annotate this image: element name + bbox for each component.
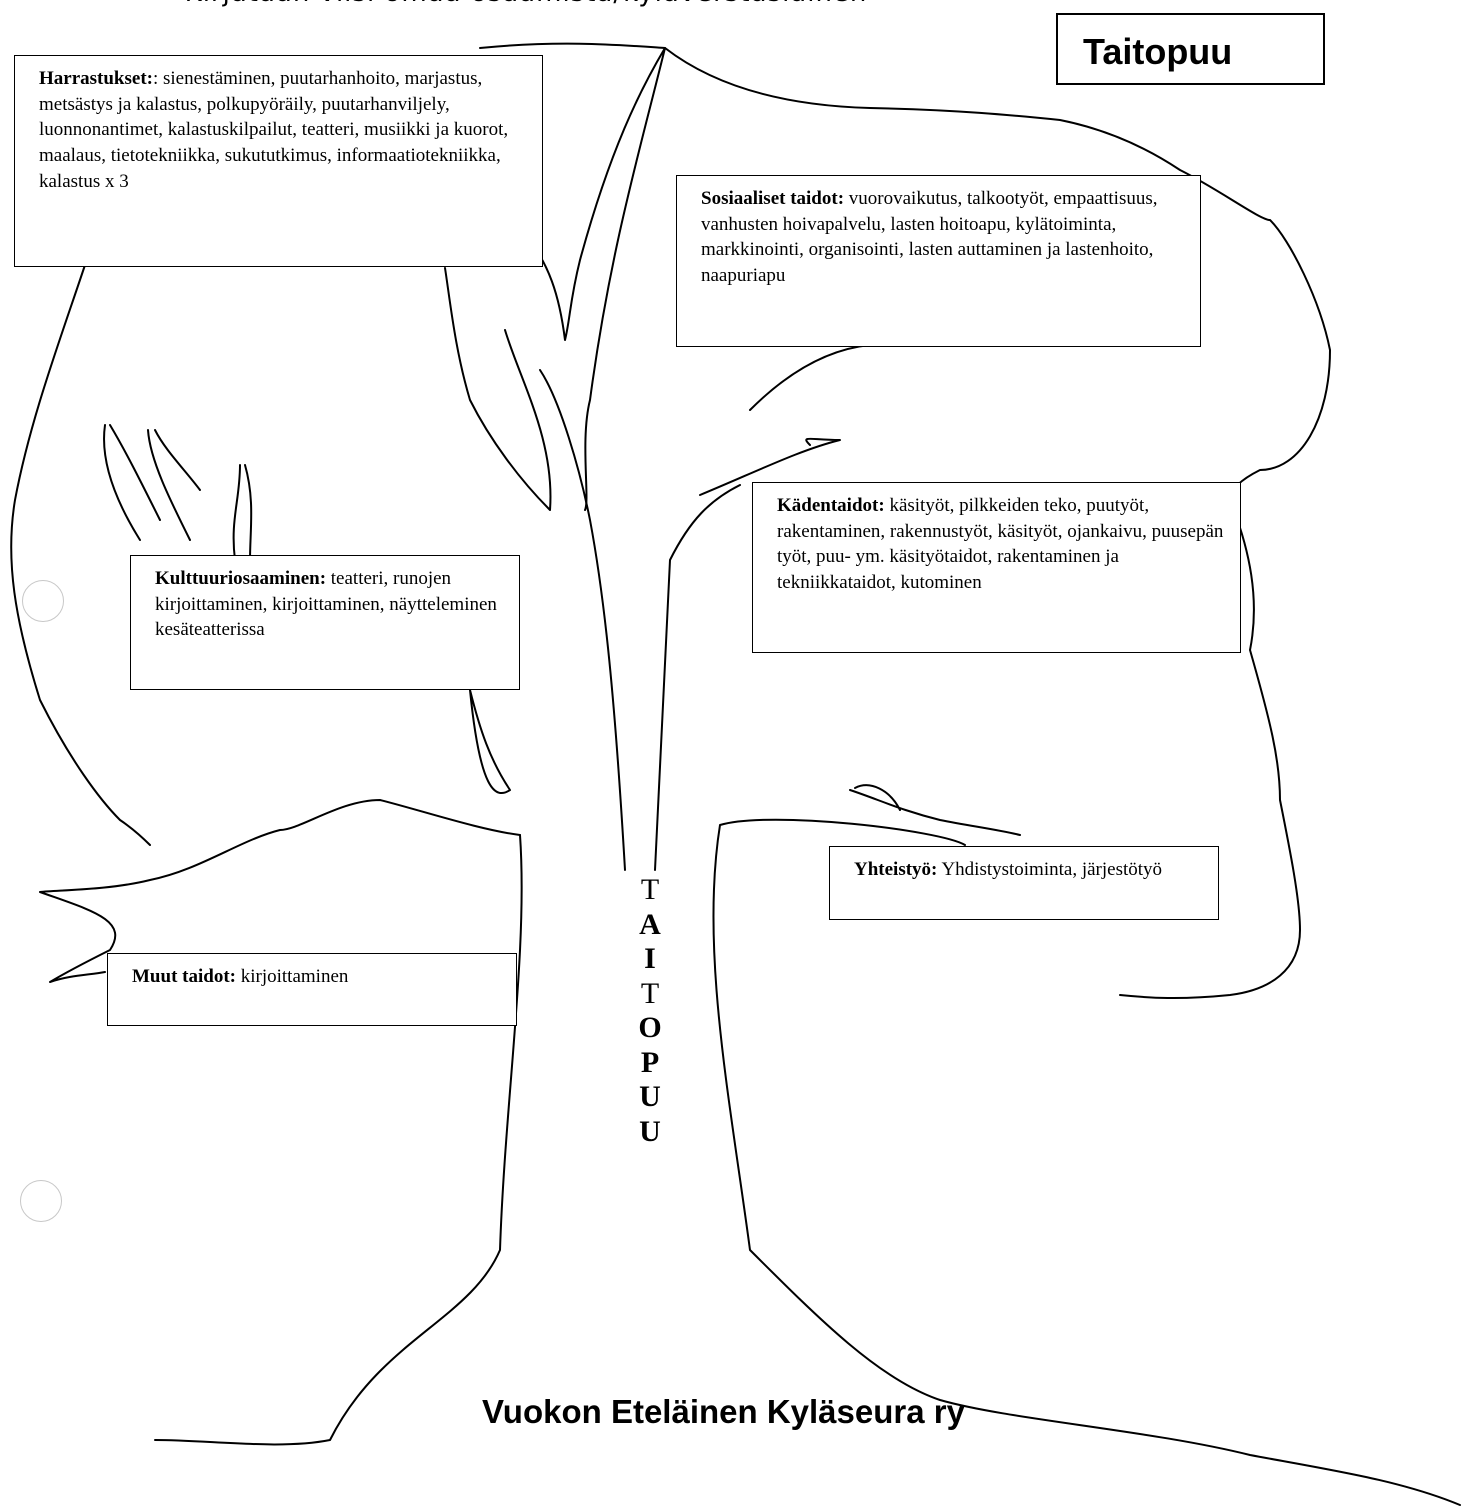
muut-heading: Muut taidot:	[132, 966, 236, 987]
binder-hole-upper	[22, 580, 64, 622]
binder-hole-lower	[20, 1180, 62, 1222]
harrastukset-text: : sienestäminen, puutarhanhoito, marjast…	[39, 68, 509, 192]
branch-upper-center	[519, 47, 666, 511]
yhteistyo-text: Yhdistystoiminta, järjestötyö	[941, 859, 1163, 880]
trunk-letter: I	[644, 942, 656, 975]
trunk-left-outline	[154, 834, 523, 1446]
branch-lower-left	[39, 799, 521, 983]
kadentaidot-text: käsityöt, pilkkeiden teko, puutyöt, rake…	[777, 495, 1224, 593]
box-kadentaidot: Kädentaidot: käsityöt, pilkkeiden teko, …	[752, 482, 1241, 653]
muut-text: kirjoittaminen	[240, 966, 349, 987]
trunk-letter: A	[639, 907, 661, 941]
footer-organization: Vuokon Eteläinen Kyläseura ry	[482, 1393, 965, 1430]
trunk-right-outline	[712, 818, 1461, 1506]
crown-left-outline	[10, 264, 151, 846]
crown-outline	[479, 42, 1331, 1000]
sosiaaliset-heading: Sosiaaliset taidot:	[701, 188, 845, 209]
box-muut-taidot: Muut taidot: kirjoittaminen	[107, 953, 517, 1026]
trunk-letter: U	[639, 1080, 661, 1113]
trunk-inner-left	[539, 369, 626, 871]
box-harrastukset: Harrastukset:: sienestäminen, puutarhanh…	[14, 55, 543, 267]
box-kulttuuriosaaminen: Kulttuuriosaaminen: teatteri, runojen ki…	[130, 555, 520, 690]
yhteistyo-heading: Yhteistyö:	[854, 859, 938, 880]
trunk-vertical-text: T A I T O P U U	[630, 873, 670, 1149]
box-sosiaaliset-taidot: Sosiaaliset taidot: vuorovaikutus, talko…	[676, 175, 1201, 347]
trunk-inner-right	[654, 484, 741, 871]
sosiaaliset-text: vuorovaikutus, talkootyöt, empaattisuus,…	[701, 188, 1158, 286]
title-box: Taitopuu	[1056, 13, 1325, 85]
trunk-letter: U	[639, 1114, 661, 1148]
branch-left-lower	[469, 689, 511, 795]
trunk-letter: T	[640, 976, 660, 1010]
branch-upper-inner	[444, 267, 552, 511]
instruction-line: - Kirjataan viisi omaa osaamista/kyläver…	[165, 0, 867, 8]
kulttuuri-heading: Kulttuuriosaaminen:	[155, 568, 327, 589]
branch-right-middle	[699, 344, 871, 496]
trunk-letter: O	[638, 1011, 662, 1044]
trunk-letter: P	[640, 1045, 660, 1079]
trunk-letter: T	[640, 873, 660, 906]
box-yhteistyo: Yhteistyö: Yhdistystoiminta, järjestötyö	[829, 846, 1219, 920]
kulttuuri-text: teatteri, runojen kirjoittaminen, kirjoi…	[155, 568, 497, 641]
harrastukset-heading: Harrastukset:	[39, 68, 153, 89]
page-title: Taitopuu	[1083, 31, 1233, 72]
kadentaidot-heading: Kädentaidot:	[777, 495, 885, 516]
branch-left-prongs	[103, 424, 253, 561]
branch-right-lower	[849, 784, 1021, 836]
